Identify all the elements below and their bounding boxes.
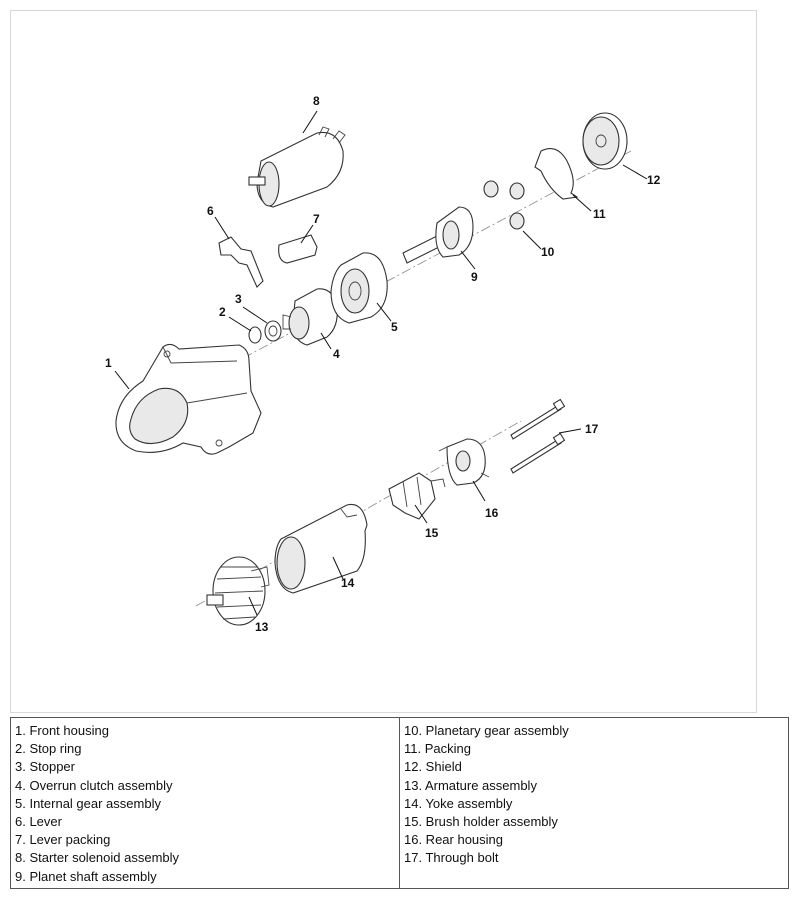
leader-line-13 bbox=[248, 596, 258, 616]
legend-item-1: 1. Front housing bbox=[15, 723, 109, 738]
callout-16: 16 bbox=[485, 506, 499, 520]
legend-item-11: 11. Packing bbox=[404, 741, 471, 757]
stopper-part bbox=[264, 320, 282, 342]
legend-item-4: 4. Overrun clutch assembly bbox=[15, 777, 173, 793]
yoke-part bbox=[274, 503, 368, 594]
diagram-canvas: 1 2 3 4 5 6 7 8 9 10 11 12 13 14 15 16 1… bbox=[105, 94, 661, 634]
callout-11: 11 bbox=[593, 207, 606, 221]
callout-12: 12 bbox=[647, 173, 661, 187]
callout-10: 10 bbox=[541, 245, 555, 259]
leader-line-3 bbox=[242, 306, 268, 324]
callout-17: 17 bbox=[585, 422, 599, 436]
legend-item-12: 12. Shield bbox=[404, 759, 462, 775]
leader-line-7 bbox=[300, 224, 314, 244]
leader-line-4 bbox=[320, 332, 332, 350]
rear-housing-part bbox=[438, 438, 490, 486]
front-housing-part bbox=[115, 343, 262, 455]
leader-line-9 bbox=[460, 250, 476, 270]
callout-5: 5 bbox=[391, 320, 398, 334]
leader-line-6 bbox=[214, 216, 230, 240]
legend-item-17: 17. Through bolt bbox=[404, 850, 499, 866]
lever-part bbox=[218, 236, 264, 288]
leader-line-12 bbox=[622, 164, 648, 180]
lever-packing-part bbox=[278, 234, 318, 264]
legend-item-6: 6. Lever bbox=[15, 814, 62, 830]
callout-7: 7 bbox=[313, 212, 320, 226]
planetary-gear-part bbox=[483, 180, 525, 230]
legend-item-14: 14. Yoke assembly bbox=[404, 795, 513, 811]
legend-item-9: 9. Planet shaft assembly bbox=[15, 868, 157, 884]
armature-part bbox=[206, 556, 270, 626]
leader-line-2 bbox=[228, 316, 252, 332]
callout-8: 8 bbox=[313, 94, 320, 108]
callout-15: 15 bbox=[425, 526, 439, 540]
shield-part bbox=[582, 112, 628, 170]
legend-item-15: 15. Brush holder assembly bbox=[404, 814, 558, 830]
leader-line-15 bbox=[414, 504, 428, 524]
callout-13: 13 bbox=[255, 620, 269, 634]
legend-item-16: 16. Rear housing bbox=[404, 832, 504, 848]
callout-6: 6 bbox=[207, 204, 214, 218]
internal-gear-part bbox=[330, 252, 388, 324]
leader-line-5 bbox=[376, 302, 392, 322]
callout-1: 1 bbox=[105, 356, 112, 370]
starter-solenoid-part bbox=[248, 126, 346, 208]
legend-item-13: 13. Armature assembly bbox=[404, 777, 537, 793]
callout-3: 3 bbox=[235, 292, 242, 306]
through-bolt-part bbox=[510, 398, 566, 474]
parts-legend-table: 1. Front housing 2. Stop ring 3. Stopper… bbox=[10, 717, 789, 889]
callout-2: 2 bbox=[219, 305, 226, 319]
legend-item-2: 2. Stop ring bbox=[15, 741, 82, 757]
leader-line-17 bbox=[558, 428, 582, 434]
legend-left-column: 1. Front housing 2. Stop ring 3. Stopper… bbox=[10, 717, 400, 889]
leader-line-8 bbox=[302, 110, 318, 134]
callout-9: 9 bbox=[471, 270, 478, 284]
leader-line-1 bbox=[114, 370, 130, 390]
legend-item-5: 5. Internal gear assembly bbox=[15, 795, 161, 811]
legend-item-8: 8. Starter solenoid assembly bbox=[15, 850, 180, 866]
packing-part bbox=[534, 148, 579, 200]
stop-ring-part bbox=[248, 326, 262, 344]
leader-line-14 bbox=[332, 556, 344, 580]
planet-shaft-part bbox=[402, 206, 474, 264]
legend-item-3: 3. Stopper bbox=[15, 759, 75, 775]
legend-right-column: 10. Planetary gear assembly 11. Packing … bbox=[399, 717, 789, 889]
callout-14: 14 bbox=[341, 576, 355, 590]
leader-line-10 bbox=[522, 230, 542, 250]
exploded-view-diagram: 1 2 3 4 5 6 7 8 9 10 11 12 13 14 15 16 1… bbox=[10, 10, 757, 713]
callout-4: 4 bbox=[333, 347, 340, 361]
leader-line-16 bbox=[472, 480, 486, 502]
leader-line-11 bbox=[572, 194, 592, 212]
overrun-clutch-part bbox=[282, 288, 338, 346]
brush-holder-part bbox=[388, 472, 446, 520]
legend-item-7: 7. Lever packing bbox=[15, 832, 111, 848]
legend-item-10: 10. Planetary gear assembly bbox=[404, 723, 569, 738]
